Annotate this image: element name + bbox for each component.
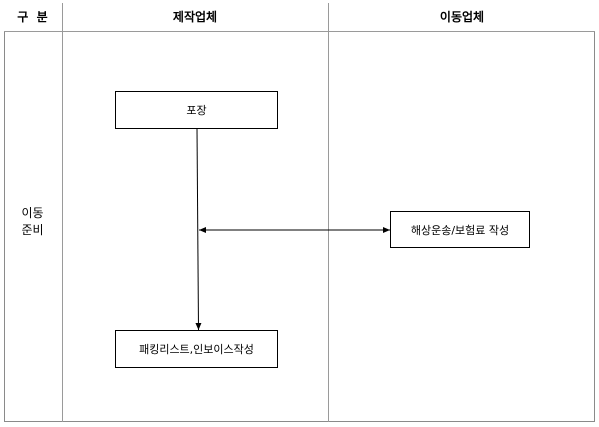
header-category: 구 분 [17,10,48,24]
header-mover: 이동업체 [439,10,485,24]
node-packing: 포장 [115,91,278,129]
row-label-line2: 준비 [21,223,44,237]
node-shipping-label: 해상운송/보험료 작성 [410,223,510,237]
node-packing-list-label: 패킹리스트,인보이스작성 [139,343,254,356]
row-label: 이동 준비 [4,205,61,239]
row-label-line1: 이동 [21,206,44,220]
table-header: 구 분 제작업체 이동업체 [4,3,595,32]
arrow-packing-to-packing-list [195,127,202,331]
node-shipping-insurance: 해상운송/보험료 작성 [390,211,530,248]
node-packing-label: 포장 [186,104,207,117]
node-packing-list: 패킹리스트,인보이스작성 [115,330,278,368]
column-divider-1 [62,3,63,422]
header-maker: 제작업체 [172,10,218,24]
column-divider-2 [328,3,329,422]
